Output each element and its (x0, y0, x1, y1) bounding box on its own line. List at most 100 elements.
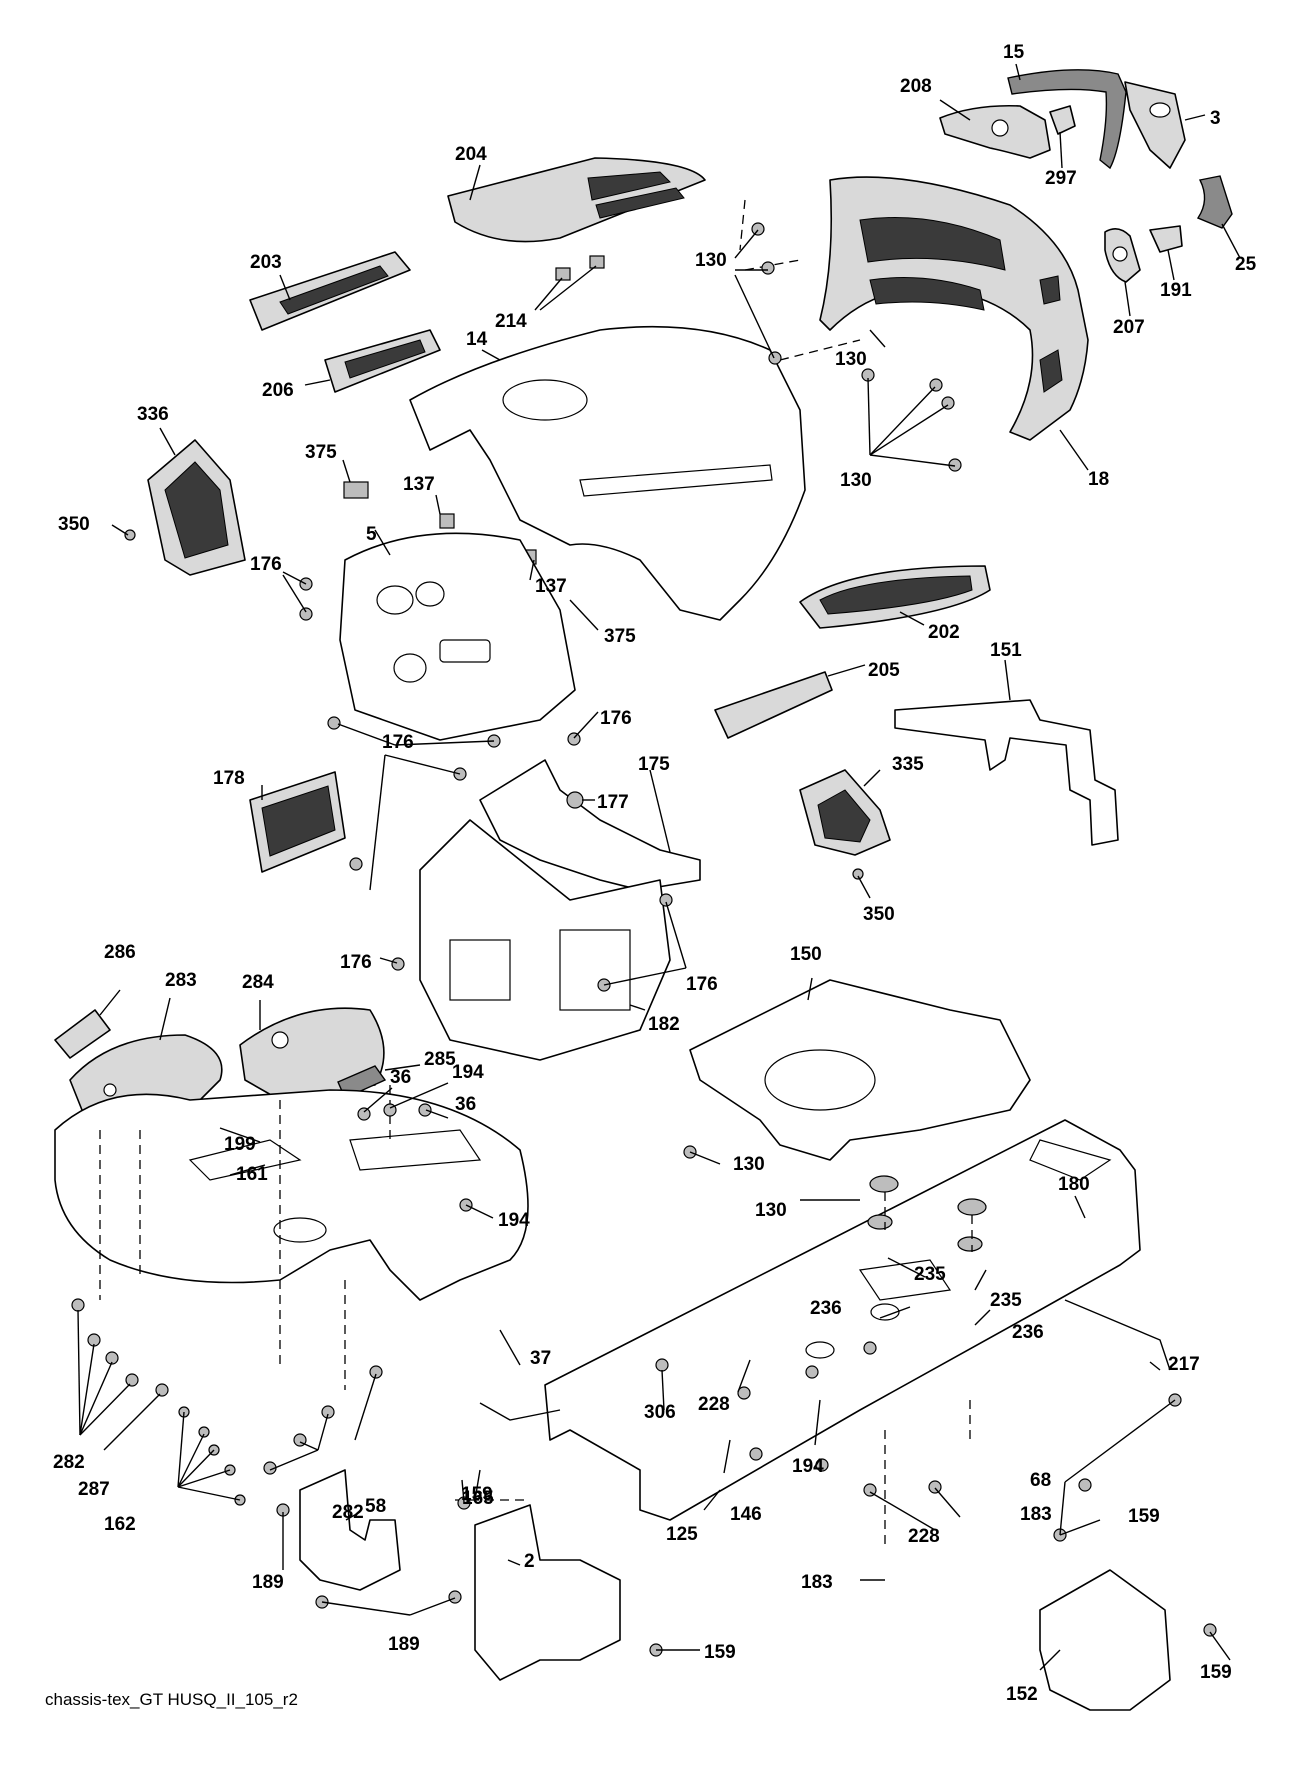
label-3: 3 (1210, 108, 1221, 129)
part-14-hood (409, 325, 806, 621)
part-150-floor-plate (689, 979, 1031, 1161)
label-335: 335 (892, 754, 924, 775)
part-178-vent (249, 771, 346, 873)
part-336-panel (147, 439, 246, 576)
part-191 (1149, 225, 1183, 253)
label-204: 204 (455, 144, 487, 165)
fasteners (71, 222, 1217, 1657)
label-183-b: 183 (801, 1572, 833, 1593)
label-287: 287 (78, 1479, 110, 1500)
label-176-a: 176 (250, 554, 282, 575)
label-189-a: 189 (252, 1572, 284, 1593)
label-189-b: 189 (388, 1634, 420, 1655)
label-203: 203 (250, 252, 282, 273)
part-18-front-grille (819, 176, 1089, 441)
part-297 (1049, 105, 1076, 135)
label-194-c: 194 (792, 1456, 824, 1477)
part-236-spacers (867, 1214, 983, 1252)
label-282-a: 282 (53, 1452, 85, 1473)
label-285: 285 (424, 1049, 456, 1070)
label-130-c: 130 (840, 470, 872, 491)
label-146: 146 (730, 1504, 762, 1525)
label-205: 205 (868, 660, 900, 681)
part-235-spacers (869, 1175, 987, 1216)
label-350-a: 350 (58, 514, 90, 535)
label-208: 208 (900, 76, 932, 97)
label-152: 152 (1006, 1684, 1038, 1705)
label-137-b: 137 (535, 576, 567, 597)
part-335-panel (799, 769, 891, 856)
part-286 (54, 1009, 111, 1059)
label-199: 199 (224, 1134, 256, 1155)
part-182-console (419, 819, 671, 1061)
part-3-cover (1124, 81, 1186, 169)
part-217-rod (1064, 1299, 1171, 1371)
label-283: 283 (165, 970, 197, 991)
label-176-d: 176 (340, 952, 372, 973)
label-235-b: 235 (990, 1290, 1022, 1311)
part-165-rod (479, 1402, 561, 1421)
part-37-fender (54, 1089, 529, 1301)
label-183-a: 183 (1020, 1504, 1052, 1525)
label-18: 18 (1088, 469, 1109, 490)
label-191: 191 (1160, 280, 1192, 301)
label-36-a: 36 (390, 1067, 411, 1088)
label-214: 214 (495, 311, 527, 332)
label-336: 336 (137, 404, 169, 425)
diagram-caption: chassis-tex_GT HUSQ_II_105_r2 (45, 1690, 298, 1709)
leader-lines (77, 63, 1241, 1671)
label-180: 180 (1058, 1174, 1090, 1195)
label-25: 25 (1235, 254, 1257, 275)
part-208-bracket (939, 104, 1051, 159)
part-175-bracket (479, 759, 701, 891)
label-176-b: 176 (600, 708, 632, 729)
label-162: 162 (104, 1514, 136, 1535)
label-159-b: 159 (1128, 1506, 1160, 1527)
label-58: 58 (365, 1496, 386, 1517)
label-150: 150 (790, 944, 822, 965)
part-2-bracket (474, 1504, 621, 1681)
label-202: 202 (928, 622, 960, 643)
part-206-panel (324, 329, 441, 393)
label-176-c: 176 (382, 732, 414, 753)
label-2: 2 (524, 1551, 535, 1572)
label-130-e: 130 (755, 1200, 787, 1221)
label-306: 306 (644, 1402, 676, 1423)
label-159-c: 159 (704, 1642, 736, 1663)
label-228-a: 228 (698, 1394, 730, 1415)
label-236-b: 236 (1012, 1322, 1044, 1343)
label-194-a: 194 (452, 1062, 484, 1083)
label-125: 125 (666, 1524, 698, 1545)
label-284: 284 (242, 972, 274, 993)
label-177: 177 (597, 792, 629, 813)
label-178: 178 (213, 768, 245, 789)
part-204-hood-insert (447, 157, 706, 243)
label-130-a: 130 (695, 250, 727, 271)
label-130-d: 130 (733, 1154, 765, 1175)
label-14: 14 (466, 329, 488, 350)
label-165: 165 (462, 1488, 494, 1509)
part-180-frame (544, 1119, 1141, 1521)
part-207 (1104, 228, 1141, 283)
label-36-b: 36 (455, 1094, 476, 1115)
label-161: 161 (236, 1164, 268, 1185)
label-206: 206 (262, 380, 294, 401)
part-375-clip (343, 481, 369, 499)
part-151-bracket (894, 699, 1119, 846)
label-194-b: 194 (498, 1210, 530, 1231)
label-297: 297 (1045, 168, 1077, 189)
part-202-grille (799, 565, 991, 629)
label-207: 207 (1113, 317, 1145, 338)
part-5-dash-panel (339, 532, 576, 741)
part-152-footrest (1039, 1569, 1171, 1711)
assembly-lines (99, 199, 973, 1550)
label-151: 151 (990, 640, 1022, 661)
label-175: 175 (638, 754, 670, 775)
label-5: 5 (366, 524, 377, 545)
label-217: 217 (1168, 1354, 1200, 1375)
label-375-b: 375 (604, 626, 636, 647)
part-214-clips (555, 255, 605, 281)
label-286: 286 (104, 942, 136, 963)
label-228-b: 228 (908, 1526, 940, 1547)
